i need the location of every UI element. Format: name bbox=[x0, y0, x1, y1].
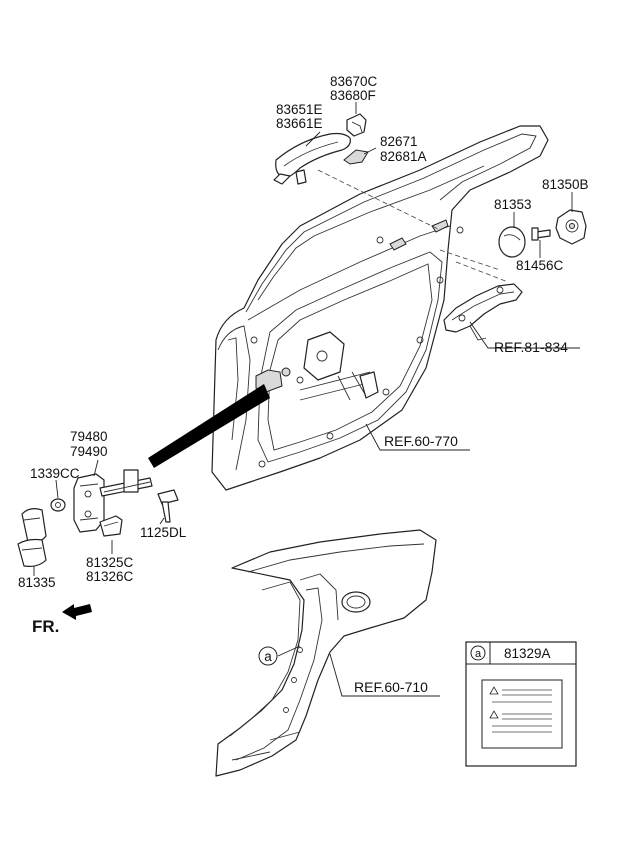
label-79490: 79490 bbox=[70, 444, 108, 459]
label-83651E: 83651E bbox=[276, 102, 323, 117]
door-hinge-cover bbox=[17, 508, 47, 567]
label-83670C: 83670C bbox=[330, 74, 378, 89]
checker-bolt bbox=[157, 489, 179, 523]
alignment-line-handle bbox=[317, 169, 441, 231]
label-83661E: 83661E bbox=[276, 116, 323, 131]
leader-lines bbox=[33, 102, 580, 697]
warning-triangle-icon bbox=[489, 686, 499, 695]
rear-door-panel bbox=[211, 125, 549, 491]
label-81335: 81335 bbox=[18, 575, 56, 590]
door-checker bbox=[73, 469, 153, 533]
label-81350B: 81350B bbox=[542, 177, 589, 192]
handle-cover-cap bbox=[346, 113, 367, 137]
checker-cover bbox=[99, 515, 123, 537]
reference-labels: REF.81-834 REF.60-770 REF.60-710 bbox=[354, 339, 568, 695]
part-number-labels: 83670C 83680F 83651E 83661E 82671 82681A… bbox=[18, 74, 589, 590]
label-inset-box: a 81329A bbox=[465, 641, 577, 767]
warning-triangle-icon bbox=[489, 710, 499, 719]
label-81325C: 81325C bbox=[86, 555, 134, 570]
alignment-line-latch bbox=[439, 249, 501, 271]
label-81329A: 81329A bbox=[504, 646, 551, 661]
striker-plate bbox=[555, 209, 587, 245]
caution-label-sticker bbox=[481, 679, 563, 749]
label-1339CC: 1339CC bbox=[30, 466, 80, 481]
label-79480: 79480 bbox=[70, 429, 108, 444]
label-81353: 81353 bbox=[494, 197, 532, 212]
outside-door-handle bbox=[273, 132, 351, 185]
checker-nut bbox=[50, 498, 66, 512]
label-81456C: 81456C bbox=[516, 258, 564, 273]
front-direction-indicator: FR. bbox=[32, 604, 92, 636]
front-direction-label: FR. bbox=[32, 617, 59, 636]
key-cylinder-cover bbox=[343, 149, 369, 165]
striker-bolt bbox=[531, 227, 551, 241]
alignment-line-striker bbox=[455, 261, 509, 283]
rear-quarter-panel bbox=[215, 529, 437, 777]
ref-81-834: REF.81-834 bbox=[494, 339, 568, 355]
front-direction-arrow bbox=[62, 604, 92, 620]
checker-connection-arrow bbox=[148, 384, 270, 468]
label-1125DL: 1125DL bbox=[140, 525, 187, 540]
door-latch-assembly bbox=[443, 283, 523, 341]
ref-60-710: REF.60-710 bbox=[354, 679, 428, 695]
label-82671: 82671 bbox=[380, 134, 418, 149]
label-82681A: 82681A bbox=[380, 149, 427, 164]
callout-a-letter: a bbox=[264, 649, 272, 664]
label-83680F: 83680F bbox=[330, 88, 376, 103]
striker-cover-round bbox=[498, 226, 526, 258]
callout-a-marker: a bbox=[258, 646, 278, 666]
ref-60-770: REF.60-770 bbox=[384, 433, 458, 449]
label-81326C: 81326C bbox=[86, 569, 134, 584]
inset-marker-letter: a bbox=[475, 648, 482, 660]
